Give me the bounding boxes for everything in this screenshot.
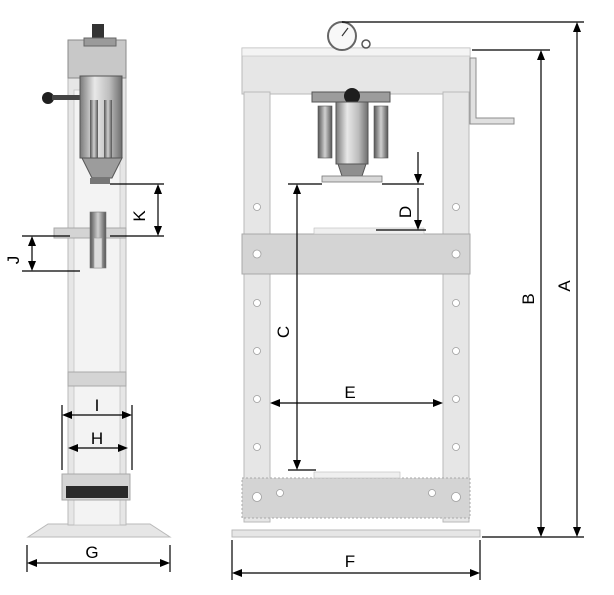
front-pillar-holes bbox=[253, 203, 460, 451]
dim-j-arrow-bottom bbox=[28, 261, 36, 271]
dim-b-label: B bbox=[519, 293, 538, 304]
dim-e-label: E bbox=[344, 383, 355, 402]
side-handle-rod bbox=[52, 95, 82, 100]
front-ram bbox=[337, 163, 367, 177]
pillar-hole bbox=[253, 347, 261, 355]
pillar-hole bbox=[253, 203, 261, 211]
dim-b-arrow-bottom bbox=[537, 527, 545, 537]
front-view: A B D C E F bbox=[231, 21, 584, 580]
dim-c-label: C bbox=[274, 326, 293, 338]
side-cylinder-taper bbox=[81, 157, 123, 179]
side-cylinder bbox=[79, 75, 123, 159]
dim-e-arrow-left bbox=[270, 399, 280, 407]
side-ram-rod bbox=[93, 237, 103, 269]
side-pump-cap bbox=[83, 37, 117, 47]
side-spring-left bbox=[90, 100, 98, 162]
dim-g-label: G bbox=[85, 543, 98, 562]
dim-d-arrow-top bbox=[414, 174, 422, 184]
front-left-pillar bbox=[243, 91, 271, 523]
dim-a-arrow-top bbox=[573, 22, 581, 32]
dim-k-arrow-top bbox=[154, 184, 162, 194]
dim-f-arrow-right bbox=[470, 569, 480, 577]
dim-i-arrow-left bbox=[62, 411, 72, 419]
pillar-hole bbox=[452, 299, 460, 307]
dim-e-arrow-right bbox=[433, 399, 443, 407]
side-base-plate bbox=[26, 523, 172, 538]
dim-d-arrow-bottom bbox=[414, 220, 422, 230]
front-spring-right bbox=[373, 105, 389, 159]
dim-i-arrow-right bbox=[122, 411, 132, 419]
dim-a-label: A bbox=[555, 280, 574, 292]
dim-f-arrow-left bbox=[232, 569, 242, 577]
dim-j-label: J bbox=[4, 256, 23, 265]
table-hole bbox=[252, 249, 262, 259]
dim-h-arrow-right bbox=[118, 444, 128, 452]
dim-k-arrow-bottom bbox=[154, 226, 162, 236]
dim-k-label: K bbox=[130, 210, 149, 222]
dim-f-label: F bbox=[345, 552, 355, 571]
dim-a-arrow-bottom bbox=[573, 527, 581, 537]
front-cylinder bbox=[335, 101, 369, 165]
dim-c-arrow-top bbox=[293, 184, 301, 194]
pillar-hole bbox=[253, 395, 261, 403]
front-top-beam-edge bbox=[241, 47, 471, 57]
side-view: K J I H G bbox=[4, 24, 172, 572]
dim-g-arrow-left bbox=[27, 559, 37, 567]
side-handle-knob-icon bbox=[42, 92, 54, 104]
dim-i-label: I bbox=[95, 396, 100, 415]
pillar-hole bbox=[253, 299, 261, 307]
bottom-hole bbox=[428, 489, 436, 497]
side-cross-brace bbox=[67, 371, 127, 387]
pillar-hole bbox=[452, 203, 460, 211]
gauge-needle bbox=[341, 27, 349, 37]
front-table-plate bbox=[313, 227, 425, 235]
pillar-hole bbox=[452, 443, 460, 451]
table-hole bbox=[451, 249, 461, 259]
front-ram-plate bbox=[321, 175, 383, 183]
side-ram-plate bbox=[90, 178, 110, 184]
crank-handle-icon bbox=[469, 57, 515, 125]
dim-h-label: H bbox=[91, 429, 103, 448]
pillar-hole bbox=[253, 443, 261, 451]
front-valve-knob-icon bbox=[344, 88, 360, 104]
front-right-pillar bbox=[442, 91, 470, 523]
dim-j-arrow-top bbox=[28, 236, 36, 246]
dim-d-label: D bbox=[396, 206, 415, 218]
bottom-hole bbox=[451, 492, 461, 502]
front-bottom-beam bbox=[241, 477, 471, 519]
front-bottom-plate bbox=[313, 471, 401, 479]
pillar-hole bbox=[452, 347, 460, 355]
bottom-hole bbox=[276, 489, 284, 497]
front-spring-left bbox=[317, 105, 333, 159]
side-roller bbox=[66, 486, 128, 498]
dim-b-arrow-top bbox=[537, 50, 545, 60]
dim-g-arrow-right bbox=[160, 559, 170, 567]
side-spring-right bbox=[104, 100, 112, 162]
dim-h-arrow-left bbox=[68, 444, 78, 452]
front-table-beam bbox=[241, 233, 471, 275]
bottom-hole bbox=[252, 492, 262, 502]
front-base-plate bbox=[231, 529, 481, 538]
pillar-hole bbox=[452, 395, 460, 403]
gauge-ring-icon bbox=[361, 39, 371, 49]
dim-c-arrow-bottom bbox=[293, 460, 301, 470]
